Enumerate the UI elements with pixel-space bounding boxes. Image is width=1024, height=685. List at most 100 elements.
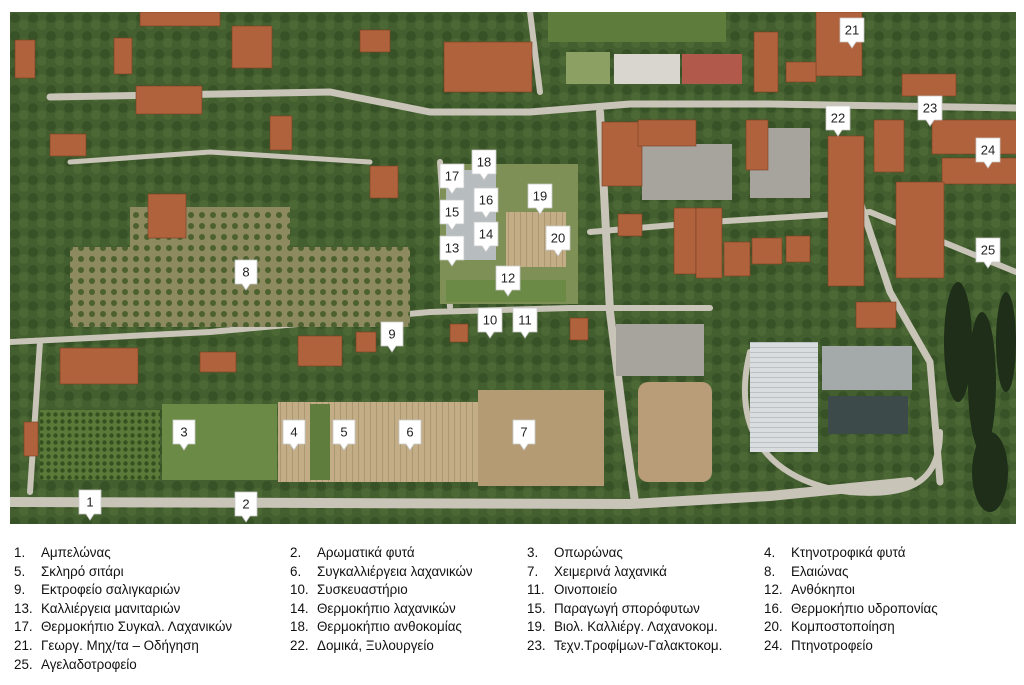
legend-item-label: Αμπελώνας bbox=[41, 545, 111, 560]
legend-item-number: 25. bbox=[14, 656, 33, 672]
legend-item-label: Εκτροφείο σαλιγκαριών bbox=[41, 582, 181, 598]
legend-item-13: 13. Καλλιέργεια μανιταριών bbox=[14, 601, 180, 617]
map-marker-box bbox=[917, 95, 943, 127]
legend-item-11: 11. Οινοποιείο bbox=[527, 582, 617, 598]
map-marker-6[interactable]: 6 bbox=[398, 419, 422, 451]
map-marker-label: 24 bbox=[981, 143, 995, 158]
legend-item-label: Θερμοκήπιο υδροπονίας bbox=[791, 600, 938, 616]
map-marker-label: 2 bbox=[242, 497, 249, 512]
legend-item-number: 23. bbox=[527, 638, 546, 653]
legend-item-number: 10. bbox=[290, 582, 309, 598]
legend-item-22: 22.Δομικά, Ξυλουργείο bbox=[290, 638, 434, 654]
legend-item-2: 2.Αρωματικά φυτά bbox=[290, 545, 415, 561]
legend-item-25: 25. Αγελαδοτροφείο bbox=[14, 657, 137, 673]
legend-item-20: 20. Κομποστοποίηση bbox=[764, 619, 895, 635]
legend-item-1: 1.Αμπελώνας bbox=[14, 545, 111, 561]
map-marker-16[interactable]: 16 bbox=[473, 187, 499, 219]
legend-item-label: Δομικά, Ξυλουργείο bbox=[317, 638, 434, 653]
map-marker-label: 13 bbox=[445, 241, 459, 256]
map-marker-8[interactable]: 8 bbox=[234, 259, 258, 291]
map-marker-label: 1 bbox=[86, 495, 93, 510]
map-marker-label: 4 bbox=[290, 425, 297, 440]
map-marker-box bbox=[473, 187, 499, 219]
legend-item-label: Αγελαδοτροφείο bbox=[41, 656, 137, 672]
map-marker-label: 22 bbox=[831, 111, 845, 126]
map-marker-22[interactable]: 22 bbox=[825, 105, 851, 137]
legend-item-number: 3. bbox=[527, 545, 539, 560]
map-marker-7[interactable]: 7 bbox=[512, 419, 536, 451]
map-marker-12[interactable]: 12 bbox=[495, 265, 521, 297]
legend-item-label: Παραγωγή σπορόφυτων bbox=[554, 600, 700, 616]
legend-item-number: 5. bbox=[14, 563, 26, 579]
legend-item-5: 5. Σκληρό σιτάρι bbox=[14, 564, 124, 580]
map-marker-9[interactable]: 9 bbox=[380, 321, 404, 353]
legend-item-label: Σκληρό σιτάρι bbox=[41, 563, 124, 579]
map-marker-label: 14 bbox=[479, 227, 493, 242]
map-marker-2[interactable]: 2 bbox=[234, 491, 258, 523]
legend-item-label: Καλλιέργεια μανιταριών bbox=[41, 600, 181, 616]
map-marker-11[interactable]: 11 bbox=[512, 307, 538, 339]
legend-item-number: 13. bbox=[14, 600, 33, 616]
map-marker-box bbox=[380, 321, 404, 353]
legend-item-24: 24.Πτηνοτροφείο bbox=[764, 638, 873, 654]
map-marker-24[interactable]: 24 bbox=[975, 137, 1001, 169]
map-marker-label: 17 bbox=[445, 169, 459, 184]
legend-item-number: 20. bbox=[764, 619, 783, 635]
map-marker-17[interactable]: 17 bbox=[439, 163, 465, 195]
legend-item-number: 17. bbox=[14, 619, 33, 635]
legend-item-number: 2. bbox=[290, 545, 302, 560]
legend-item-6: 6.Συγκαλλιέργεια λαχανικών bbox=[290, 564, 473, 580]
map-marker-label: 3 bbox=[180, 425, 187, 440]
map-marker-label: 10 bbox=[483, 313, 497, 328]
legend-item-label: Κομποστοποίηση bbox=[791, 619, 895, 635]
legend-item-label: Γεωργ. Μηχ/τα – Οδήγηση bbox=[41, 638, 199, 653]
legend-item-label: Ανθόκηποι bbox=[791, 582, 855, 598]
map-marker-5[interactable]: 5 bbox=[332, 419, 356, 451]
map-marker-21[interactable]: 21 bbox=[839, 17, 865, 49]
legend-item-9: 9.Εκτροφείο σαλιγκαριών bbox=[14, 582, 180, 598]
legend-item-number: 14. bbox=[290, 600, 309, 616]
legend-item-number: 16. bbox=[764, 600, 783, 616]
legend-item-4: 4.Κτηνοτροφικά φυτά bbox=[764, 545, 905, 561]
legend-item-label: Χειμερινά λαχανικά bbox=[554, 563, 667, 579]
map-marker-box bbox=[439, 163, 465, 195]
legend-item-10: 10.Συσκευαστήριο bbox=[290, 582, 408, 598]
legend-item-15: 15. Παραγωγή σπορόφυτων bbox=[527, 601, 700, 617]
map-marker-label: 18 bbox=[477, 155, 491, 170]
map-marker-4[interactable]: 4 bbox=[282, 419, 306, 451]
map-marker-box bbox=[234, 491, 258, 523]
map-marker-23[interactable]: 23 bbox=[917, 95, 943, 127]
map-marker-20[interactable]: 20 bbox=[545, 225, 571, 257]
map-marker-15[interactable]: 15 bbox=[439, 199, 465, 231]
map-marker-box bbox=[282, 419, 306, 451]
legend-item-17: 17. Θερμοκήπιο Συγκαλ. Λαχανικών bbox=[14, 619, 232, 635]
legend-item-number: 11. bbox=[527, 582, 545, 598]
map-marker-3[interactable]: 3 bbox=[172, 419, 196, 451]
map-marker-box bbox=[839, 17, 865, 49]
legend-item-number: 21. bbox=[14, 638, 33, 653]
map-marker-box bbox=[477, 307, 503, 339]
legend-item-number: 12. bbox=[764, 582, 783, 598]
legend-item-19: 19.Βιολ. Καλλιέργ. Λαχανοκομ. bbox=[527, 619, 718, 635]
legend-item-number: 7. bbox=[527, 563, 539, 579]
map-marker-label: 7 bbox=[520, 425, 527, 440]
map-marker-label: 19 bbox=[533, 189, 547, 204]
legend-item-label: Θερμοκήπιο Συγκαλ. Λαχανικών bbox=[41, 619, 233, 635]
map-marker-1[interactable]: 1 bbox=[78, 489, 102, 521]
legend-item-number: 15. bbox=[527, 600, 546, 616]
map-marker-10[interactable]: 10 bbox=[477, 307, 503, 339]
legend-item-18: 18.Θερμοκήπιο ανθοκομίας bbox=[290, 619, 462, 635]
map-marker-19[interactable]: 19 bbox=[527, 183, 553, 215]
legend-item-16: 16. Θερμοκήπιο υδροπονίας bbox=[764, 601, 938, 617]
map-marker-25[interactable]: 25 bbox=[975, 237, 1001, 269]
legend-item-7: 7. Χειμερινά λαχανικά bbox=[527, 564, 667, 580]
map-marker-box bbox=[545, 225, 571, 257]
legend-item-label: Θερμοκήπιο ανθοκομίας bbox=[317, 619, 462, 635]
legend-item-number: 8. bbox=[764, 563, 776, 579]
legend-item-label: Οινοποιείο bbox=[554, 582, 618, 598]
legend-item-21: 21. Γεωργ. Μηχ/τα – Οδήγηση bbox=[14, 638, 199, 654]
map-marker-18[interactable]: 18 bbox=[471, 149, 497, 181]
map-marker-13[interactable]: 13 bbox=[439, 235, 465, 267]
map-marker-label: 25 bbox=[981, 243, 995, 258]
map-marker-14[interactable]: 14 bbox=[473, 221, 499, 253]
